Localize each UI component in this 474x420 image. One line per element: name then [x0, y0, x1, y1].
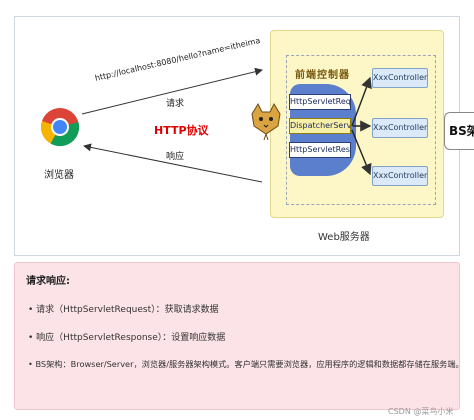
note-text: 响应（HttpServletResponse）：设置响应数据: [36, 333, 226, 343]
browser-label: 浏览器: [44, 170, 74, 181]
note-item-response: • 响应（HttpServletResponse）：设置响应数据: [28, 333, 226, 343]
controller-box-2: XxxController: [372, 118, 428, 138]
dispatcher-servlet-box: DispatcherServlet: [289, 118, 351, 134]
controller-box-3: XxxController: [372, 166, 428, 186]
watermark: CSDN @菜鸟小米: [388, 407, 454, 416]
web-server-label: Web服务器: [318, 232, 370, 243]
chrome-browser-icon: [41, 108, 80, 147]
http-servlet-request-box: HttpServletRequest: [289, 94, 351, 110]
response-label: 响应: [166, 152, 185, 162]
note-text: 请求（HttpServletRequest）：获取请求数据: [36, 305, 219, 315]
request-label: 请求: [166, 99, 185, 109]
front-controller-title: 前端控制器: [295, 70, 350, 81]
note-text: BS架构：Browser/Server，浏览器/服务器架构模式。客户端只需要浏览…: [35, 359, 464, 369]
http-protocol-label: HTTP协议: [154, 124, 209, 137]
note-item-bs: • BS架构：Browser/Server，浏览器/服务器架构模式。客户端只需要…: [28, 359, 464, 369]
notes-panel: [14, 262, 460, 410]
tomcat-cat-icon: [251, 102, 281, 140]
note-item-request: • 请求（HttpServletRequest）：获取请求数据: [28, 305, 219, 315]
bs-architecture-tab[interactable]: BS架: [444, 112, 474, 150]
controller-box-1: XxxController: [372, 68, 428, 88]
front-controller-box: [286, 55, 436, 205]
http-servlet-response-box: HttpServletResponse: [289, 142, 351, 158]
notes-title: 请求响应:: [26, 276, 70, 287]
